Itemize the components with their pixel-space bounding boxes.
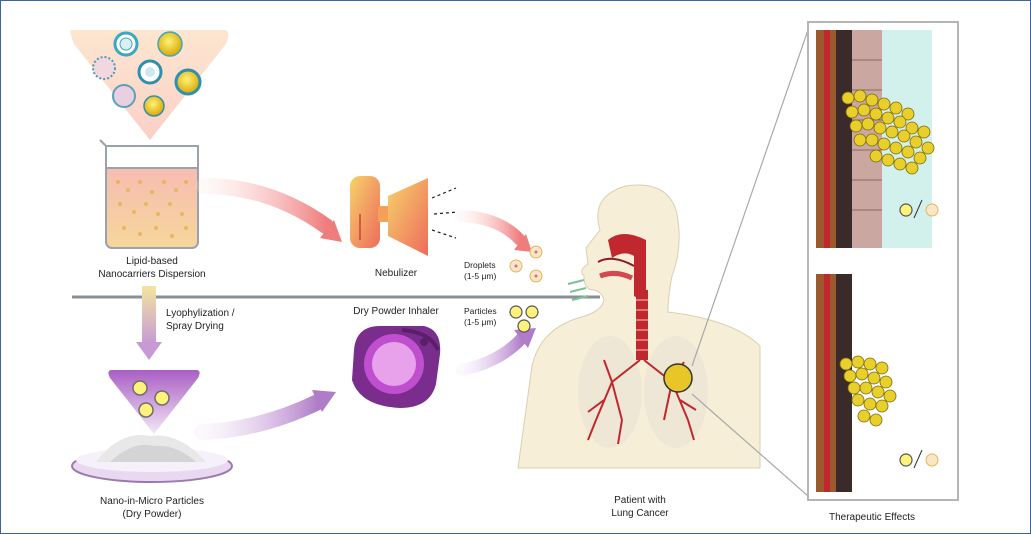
tissue-bottom <box>816 274 852 492</box>
arrow-to-dpi <box>202 402 318 432</box>
spray-lines <box>432 188 458 238</box>
particles-icon <box>510 306 538 332</box>
arrow-down <box>142 286 156 344</box>
process-label-2: Spray Drying <box>166 321 224 332</box>
powder-label-1: Nano-in-Micro Particles <box>100 496 204 507</box>
particles-label-1: Particles <box>464 306 497 316</box>
particle-funnel <box>108 370 199 434</box>
effects-label: Therapeutic Effects <box>829 512 915 523</box>
arrow-to-patient-top <box>462 216 520 240</box>
patient-label-1: Patient with <box>614 495 666 506</box>
zoom-line-top <box>692 30 808 366</box>
dpi-label: Dry Powder Inhaler <box>353 306 439 317</box>
dispersion-label-1: Lipid-based <box>126 256 178 267</box>
nebulizer-icon <box>350 176 428 256</box>
process-label-1: Lyophylization / <box>166 308 235 319</box>
petri-dish-icon <box>72 435 232 482</box>
arrow-to-nebulizer <box>204 186 326 226</box>
nanocarrier-funnel <box>70 30 228 140</box>
dry-powder-inhaler-icon <box>352 326 440 408</box>
beaker-icon <box>100 140 198 248</box>
arrow-down-head <box>136 342 162 360</box>
arrow-to-patient-bottom <box>462 338 522 370</box>
patient-illustration <box>518 185 760 468</box>
powder-label-2: (Dry Powder) <box>123 509 182 520</box>
nebulizer-label: Nebulizer <box>375 268 418 279</box>
patient-label-2: Lung Cancer <box>611 508 669 519</box>
dispersion-label-2: Nanocarriers Dispersion <box>98 269 205 280</box>
particles-label-2: (1-5 μm) <box>464 317 496 327</box>
droplets-label-2: (1-5 μm) <box>464 271 496 281</box>
droplets-label-1: Droplets <box>464 260 496 270</box>
droplets-icon <box>510 246 542 282</box>
